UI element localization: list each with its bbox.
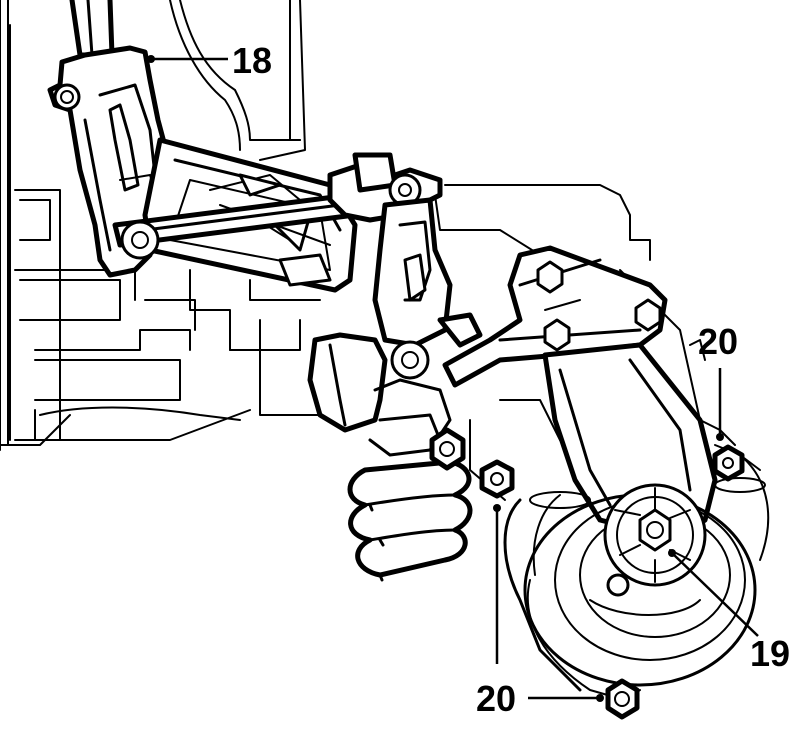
callout-20-right: 20 (698, 321, 738, 362)
callout-18: 18 (232, 40, 272, 81)
transmission-housing (0, 0, 736, 501)
rubber-boot (347, 459, 473, 582)
lower-bearing-block (307, 332, 452, 457)
callout-labels: 18 19 20 20 (232, 40, 790, 719)
hex-nut-middle (479, 459, 515, 499)
hex-nuts (429, 427, 745, 720)
callout-19: 19 (750, 633, 790, 674)
callout-20-bottom: 20 (476, 678, 516, 719)
hex-nut-upper-left (429, 427, 466, 471)
selector-rod (112, 152, 443, 260)
hex-nut-right (712, 444, 745, 482)
shift-fork-clevis (372, 197, 483, 380)
relay-lever-arm (542, 342, 718, 533)
leader-20-right (716, 368, 724, 441)
hex-nut-bottom (605, 678, 640, 720)
leader-lines (147, 55, 759, 702)
leader-18 (147, 55, 228, 63)
upper-shift-rod (69, 0, 115, 58)
leader-19 (668, 549, 759, 637)
leader-20-bottom (493, 504, 604, 702)
